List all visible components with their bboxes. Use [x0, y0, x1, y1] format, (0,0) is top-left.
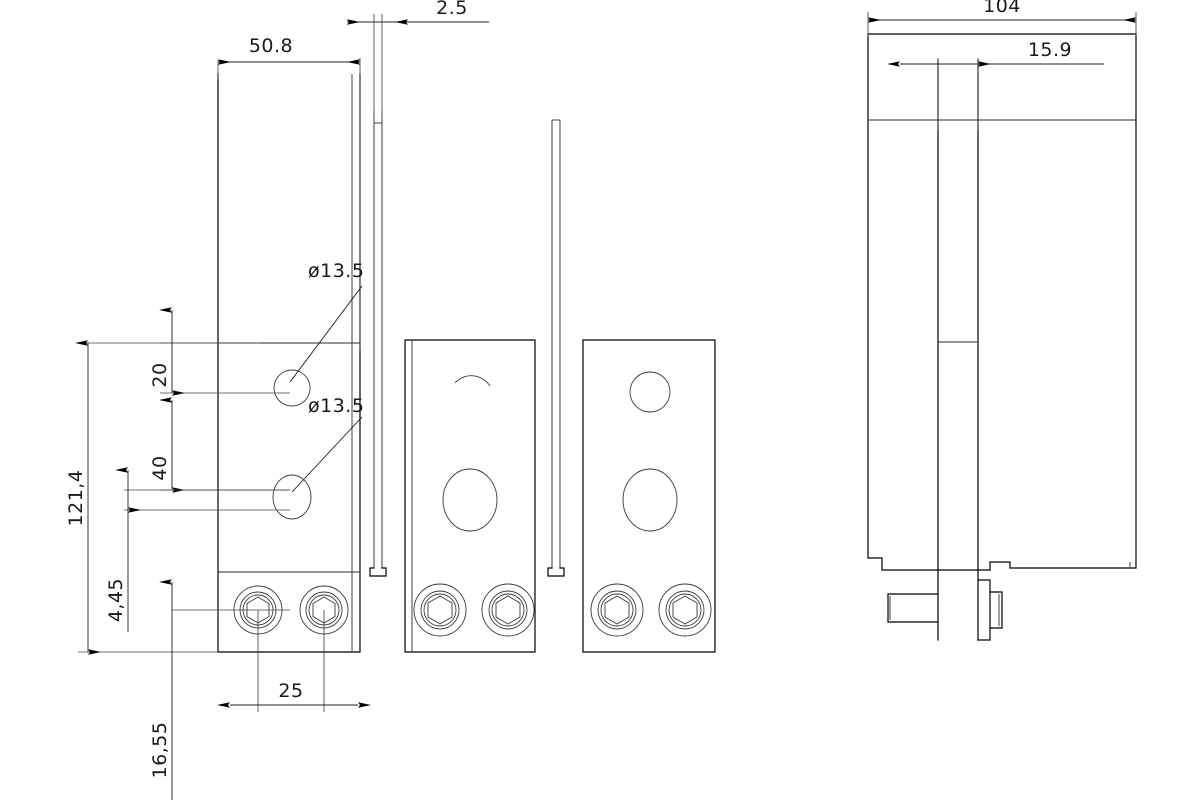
- dimension-20-label: 20: [149, 362, 171, 387]
- dimension-25-label: 25: [278, 680, 303, 702]
- right-plate-oval-hole: [622, 468, 678, 532]
- dimension-4-45-label: 4,45: [105, 578, 127, 622]
- callout-diameter-lower: ø13.5: [291, 395, 364, 493]
- side-view-right-shaft: [989, 591, 1003, 629]
- middle-plate-view: [404, 339, 536, 653]
- side-view-center-slot: [937, 59, 979, 641]
- dimension-104-label: 104: [983, 0, 1021, 17]
- middle-plate-arc: [454, 375, 491, 387]
- middle-plate-oval-hole: [442, 468, 498, 532]
- callout-diameter-lower-label: ø13.5: [308, 395, 364, 417]
- right-plate-round-hole: [629, 371, 671, 413]
- middle-plate-outline: [404, 339, 536, 653]
- right-rod-foot: [547, 567, 565, 577]
- right-plate-screw-right: [658, 583, 712, 637]
- callout-diameter-upper: ø13.5: [289, 260, 364, 383]
- dimension-4-45: 4,45: [105, 467, 290, 632]
- dimension-50-8-label: 50.8: [249, 35, 293, 57]
- dimension-16-55: 16,55: [149, 579, 290, 800]
- left-rod-view: [369, 110, 387, 577]
- right-plate-screw-left: [590, 583, 644, 637]
- dimension-121-4-label: 121,4: [65, 470, 87, 527]
- dimension-25: 25: [217, 610, 371, 712]
- front-plate-view: [217, 73, 361, 653]
- right-plate-view: [582, 339, 716, 653]
- left-rod-foot: [369, 567, 387, 577]
- side-section-view: [867, 33, 1137, 641]
- front-plate-lower-hole: [272, 474, 312, 520]
- dimension-2-5-label: 2.5: [436, 0, 468, 19]
- side-view-right-boss: [977, 579, 991, 641]
- front-plate-outline: [217, 73, 361, 653]
- dimension-20: 20: [149, 307, 290, 396]
- dimension-121-4: 121,4: [65, 340, 218, 655]
- middle-plate-screw-left: [413, 583, 467, 637]
- right-rod-view: [547, 119, 565, 577]
- dimension-104: 104: [867, 0, 1137, 36]
- dimension-15-9-label: 15.9: [1028, 39, 1072, 61]
- dimension-40: 40: [149, 397, 290, 493]
- dimension-2-5: 2.5: [347, 0, 489, 115]
- dimension-16-55-label: 16,55: [149, 722, 171, 779]
- right-plate-outline: [582, 339, 716, 653]
- front-plate-upper-hole: [273, 369, 311, 407]
- side-view-right-profile: [989, 33, 1137, 571]
- middle-plate-screw-right: [481, 583, 535, 637]
- dimension-15-9: 15.9: [887, 39, 1104, 130]
- callout-diameter-upper-label: ø13.5: [308, 260, 364, 282]
- dimension-40-label: 40: [149, 455, 171, 480]
- dimension-50-8: 50.8: [217, 35, 361, 350]
- side-view-left-profile: [867, 33, 991, 571]
- side-view-left-shaft: [887, 593, 939, 623]
